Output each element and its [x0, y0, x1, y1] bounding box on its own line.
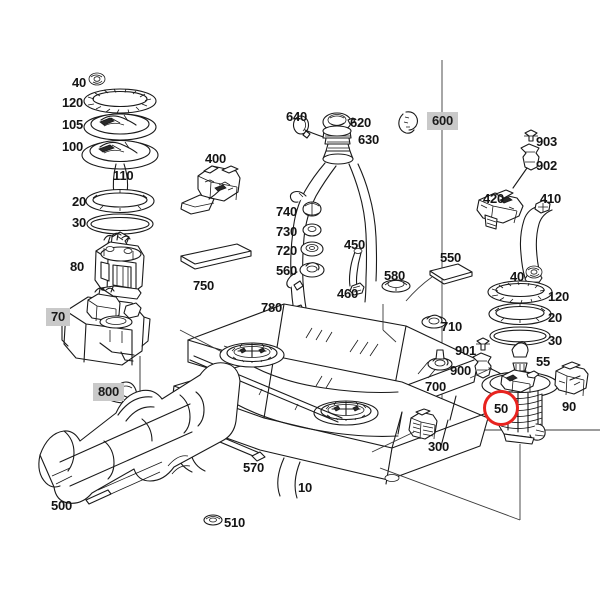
part-label-560[interactable]: 560 — [276, 263, 298, 278]
part-label-500[interactable]: 500 — [51, 498, 73, 513]
part-label-740[interactable]: 740 — [276, 204, 298, 219]
part-460-connector — [349, 282, 365, 296]
part-label-40-b[interactable]: 40 — [510, 269, 525, 284]
part-label-120-a[interactable]: 120 — [62, 95, 84, 110]
part-120-right — [487, 280, 553, 304]
part-580-grommet — [381, 279, 411, 293]
part-label-720[interactable]: 720 — [276, 243, 298, 258]
filler-pipe-600 — [286, 162, 378, 309]
part-105-top — [83, 113, 157, 141]
part-label-90[interactable]: 90 — [562, 399, 577, 414]
part-label-410[interactable]: 410 — [540, 191, 562, 206]
part-label-700[interactable]: 700 — [425, 379, 447, 394]
part-500-heat-shield — [38, 362, 241, 505]
part-730 — [302, 223, 322, 237]
part-label-55[interactable]: 55 — [536, 354, 551, 369]
part-600-clamp — [398, 111, 419, 134]
part-80-fuel-pump — [94, 232, 145, 300]
part-400-sensor — [180, 165, 241, 215]
part-label-20-b[interactable]: 20 — [548, 310, 563, 325]
part-label-640[interactable]: 640 — [286, 109, 308, 124]
part-label-901[interactable]: 901 — [455, 343, 477, 358]
part-90-clip — [554, 361, 589, 397]
part-label-900[interactable]: 900 — [450, 363, 472, 378]
part-740 — [302, 201, 322, 217]
small-parts-column — [299, 201, 325, 278]
part-700-grommet — [427, 349, 453, 371]
part-label-460[interactable]: 460 — [337, 286, 359, 301]
part-903-clip — [524, 129, 538, 142]
part-label-420[interactable]: 420 — [483, 191, 505, 206]
part-label-10[interactable]: 10 — [298, 480, 313, 495]
part-420-valve — [476, 189, 524, 230]
part-label-730[interactable]: 730 — [276, 224, 298, 239]
part-560 — [299, 262, 325, 278]
part-20-top — [85, 188, 155, 214]
part-label-110[interactable]: 110 — [113, 168, 134, 183]
part-label-50[interactable]: 50 — [483, 390, 519, 426]
part-label-780[interactable]: 780 — [261, 300, 283, 315]
part-710-grommet — [421, 314, 447, 329]
filler-neck-group — [286, 111, 419, 309]
part-450-hose — [348, 248, 363, 288]
part-label-100[interactable]: 100 — [62, 139, 84, 154]
part-40-top — [88, 72, 106, 86]
part-10-fuel-tank — [103, 303, 489, 526]
part-label-30-a[interactable]: 30 — [72, 215, 87, 230]
part-630-neck — [322, 125, 354, 165]
part-label-620[interactable]: 620 — [350, 115, 372, 130]
part-100-top — [81, 139, 159, 170]
part-label-40-a[interactable]: 40 — [72, 75, 87, 90]
part-30-top — [86, 213, 154, 235]
part-label-510[interactable]: 510 — [224, 515, 246, 530]
tank-opening-left — [219, 342, 285, 368]
part-label-750[interactable]: 750 — [193, 278, 215, 293]
part-label-800[interactable]: 800 — [93, 383, 125, 401]
part-label-120-b[interactable]: 120 — [548, 289, 570, 304]
part-label-550[interactable]: 550 — [440, 250, 462, 265]
part-label-710[interactable]: 710 — [441, 319, 463, 334]
part-510-plug — [203, 514, 223, 526]
part-label-105[interactable]: 105 — [62, 117, 84, 132]
tank-opening-right — [313, 400, 379, 426]
part-20-right — [488, 302, 552, 326]
part-label-80[interactable]: 80 — [70, 259, 85, 274]
part-55-valve — [511, 341, 529, 375]
part-label-902[interactable]: 902 — [536, 158, 558, 173]
part-70-housing — [61, 286, 151, 366]
part-label-30-b[interactable]: 30 — [548, 333, 563, 348]
part-300-valve — [371, 408, 438, 453]
part-120-top — [83, 88, 157, 114]
left-sender-stack — [81, 72, 159, 250]
part-label-580[interactable]: 580 — [384, 268, 406, 283]
part-720 — [300, 241, 324, 257]
part-label-20-a[interactable]: 20 — [72, 194, 87, 209]
part-label-400[interactable]: 400 — [205, 151, 227, 166]
part-label-450[interactable]: 450 — [344, 237, 366, 252]
part-label-570[interactable]: 570 — [243, 460, 265, 475]
part-901-clip — [476, 337, 490, 351]
part-40-right — [525, 265, 543, 279]
part-550-plate — [405, 263, 473, 302]
part-label-630[interactable]: 630 — [358, 132, 380, 147]
right-sender-stack — [487, 265, 553, 375]
part-902-bracket — [512, 143, 540, 189]
part-label-70[interactable]: 70 — [46, 308, 71, 326]
part-label-903[interactable]: 903 — [536, 134, 558, 149]
part-label-300[interactable]: 300 — [428, 439, 450, 454]
part-750-plate — [180, 243, 252, 270]
part-label-600[interactable]: 600 — [427, 112, 459, 130]
